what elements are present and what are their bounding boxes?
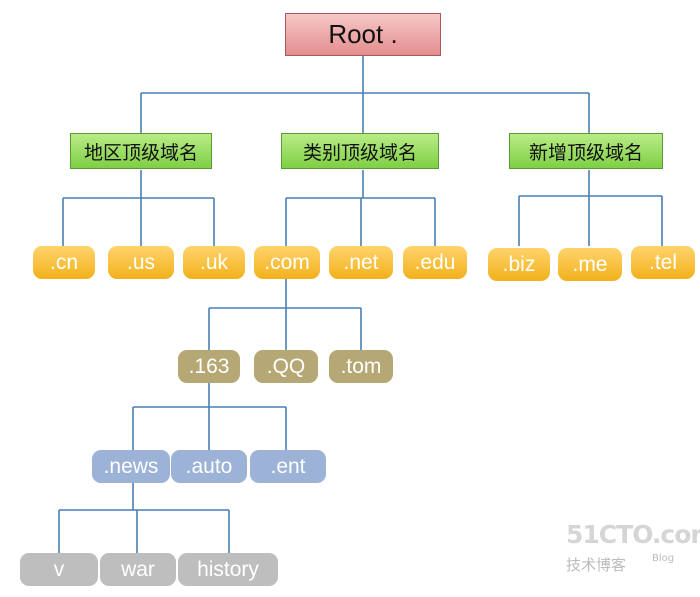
watermark-brand: 51CTO.com (566, 520, 700, 549)
category-new-tld: 新增顶级域名 (509, 133, 663, 169)
category-region-tld: 地区顶级域名 (70, 133, 212, 169)
tld-node-me: .me (558, 248, 622, 281)
tld-node-biz: .biz (488, 248, 550, 281)
tld-node-us: .us (108, 246, 174, 279)
watermark-tag: Blog (652, 553, 675, 564)
domain-node-tom: .tom (329, 350, 393, 383)
subdomain-node-ent: .ent (250, 450, 326, 483)
tld-node-cn: .cn (33, 246, 95, 279)
tld-node-edu: .edu (403, 246, 467, 279)
tld-node-tel: .tel (631, 246, 695, 279)
domain-node-qq: .QQ (254, 350, 318, 383)
watermark: 51CTO.com 技术博客 Blog (566, 520, 700, 580)
host-node-war: war (100, 553, 176, 586)
category-generic-tld: 类别顶级域名 (281, 133, 439, 169)
tld-node-net: .net (329, 246, 393, 279)
tld-node-uk: .uk (183, 246, 245, 279)
domain-node-163: .163 (178, 350, 240, 383)
subdomain-node-news: .news (92, 450, 170, 483)
subdomain-node-auto: .auto (171, 450, 247, 483)
host-node-v: v (20, 553, 98, 586)
watermark-subtitle: 技术博客 (566, 556, 627, 574)
root-node: Root . (285, 13, 441, 56)
tld-node-com: .com (254, 246, 320, 279)
host-node-history: history (178, 553, 278, 586)
